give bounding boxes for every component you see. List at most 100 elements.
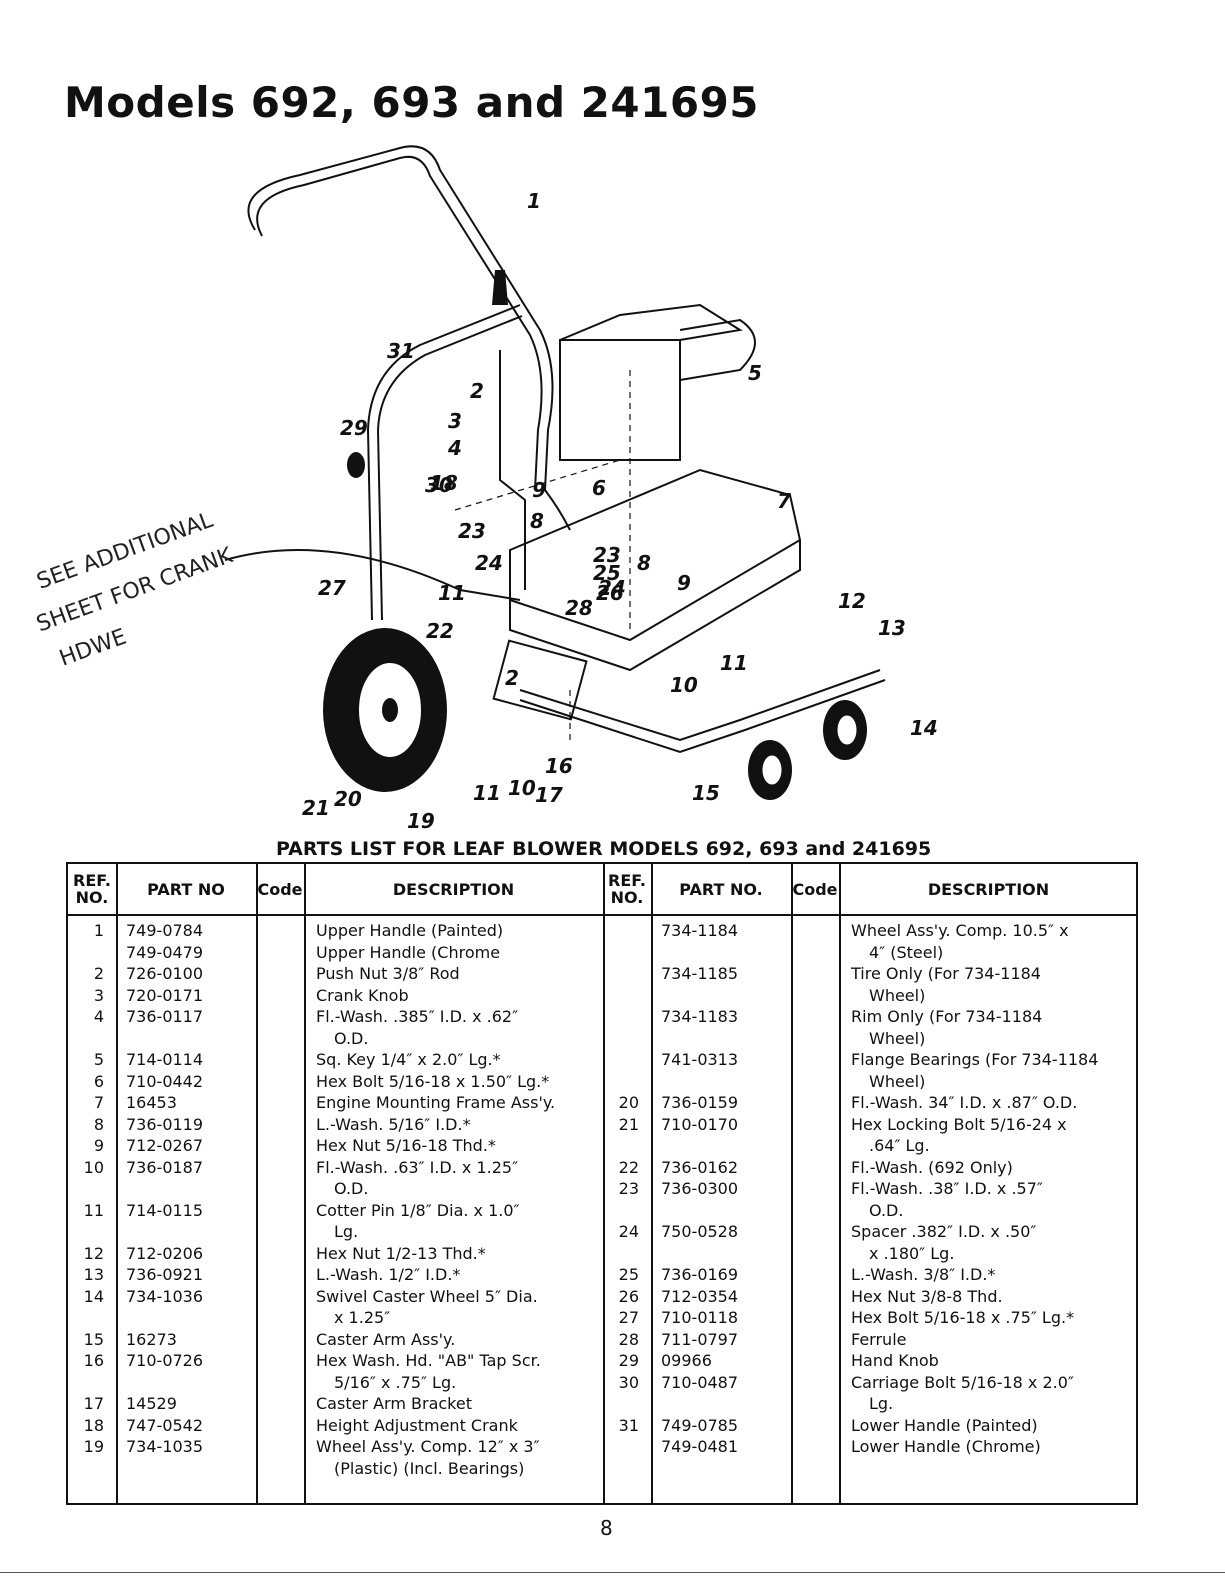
- callout-14: 14: [910, 716, 938, 740]
- header-part-no: PART NO.: [679, 879, 763, 899]
- description: Hex Locking Bolt 5/16-24 x: [851, 1114, 1067, 1134]
- ref-no: 26: [618, 1286, 639, 1306]
- col-divider: [603, 864, 605, 1503]
- description: Hex Nut 1/2-13 Thd.*: [316, 1243, 486, 1263]
- ref-no: 23: [618, 1179, 639, 1198]
- ref-no: 12: [83, 1243, 104, 1263]
- description: Tire Only (For 734-1184: [851, 964, 1041, 983]
- part-no: 736-0169: [661, 1265, 739, 1284]
- caster-wheel-front: [748, 740, 792, 800]
- callout-3: 3: [448, 409, 462, 433]
- description: Lower Handle (Painted): [851, 1415, 1038, 1435]
- part-no: 710-0442: [126, 1071, 204, 1091]
- engine-top: [559, 303, 743, 341]
- ref-no: 1: [93, 921, 104, 940]
- ref-no: 19: [83, 1437, 104, 1456]
- callout-7: 7: [777, 489, 791, 513]
- description: Push Nut 3/8″ Rod: [316, 964, 460, 983]
- description: .64″ Lg.: [869, 1136, 930, 1155]
- ref-no: 17: [83, 1394, 104, 1413]
- engine-frame: [509, 468, 802, 642]
- part-no: 720-0171: [126, 985, 204, 1005]
- ref-no: 21: [618, 1114, 639, 1134]
- lower-handle-inner: [376, 315, 523, 621]
- ref-no: 28: [618, 1329, 639, 1349]
- callout-8a: 8: [530, 509, 544, 533]
- part-no: 710-0170: [661, 1114, 739, 1134]
- callout-5: 5: [748, 361, 762, 385]
- description: O.D.: [869, 1200, 904, 1220]
- callout-20: 20: [334, 787, 362, 811]
- part-no: 16453: [126, 1093, 177, 1112]
- part-no: 714-0114: [126, 1050, 204, 1069]
- ref-no: 5: [93, 1050, 104, 1069]
- col-divider: [791, 864, 793, 1503]
- description: Caster Arm Ass'y.: [316, 1329, 456, 1349]
- caster-wheel-rear: [823, 700, 867, 760]
- callout-11c: 11: [473, 781, 501, 805]
- callout-9b: 9: [677, 571, 691, 595]
- description: Fl.-Wash. 34″ I.D. x .87″ O.D.: [851, 1093, 1078, 1112]
- description: Hex Bolt 5/16-18 x .75″ Lg.*: [851, 1308, 1075, 1327]
- ref-no: 27: [618, 1308, 639, 1327]
- description: Height Adjustment Crank: [316, 1415, 518, 1435]
- part-no: 749-0479: [126, 942, 204, 962]
- header-code: Code: [257, 879, 303, 899]
- col-divider: [256, 864, 258, 1503]
- description: Wheel Ass'y. Comp. 10.5″ x: [851, 921, 1069, 940]
- callout-1: 1: [527, 189, 541, 213]
- parts-table: REF. NO. PART NO Code DESCRIPTION REF. N…: [66, 862, 1138, 1505]
- ref-no: 31: [618, 1415, 639, 1435]
- description: Lg.: [869, 1394, 894, 1413]
- callout-30: 30: [425, 473, 453, 497]
- col-divider: [116, 864, 118, 1503]
- callout-19: 19: [407, 809, 435, 833]
- description: Cotter Pin 1/8″ Dia. x 1.0″: [316, 1200, 520, 1220]
- part-no: 16273: [126, 1329, 177, 1349]
- callout-16: 16: [545, 754, 573, 778]
- part-no: 710-0118: [661, 1308, 739, 1327]
- description: x .180″ Lg.: [869, 1243, 955, 1263]
- description: L.-Wash. 3/8″ I.D.*: [851, 1265, 996, 1284]
- callout-23a: 23: [458, 519, 486, 543]
- part-no: 749-0481: [661, 1437, 739, 1456]
- part-no: 726-0100: [126, 964, 204, 983]
- exploded-parts-diagram: SEE ADDITIONAL SHEET FOR CRANK HDWE 1 2 …: [33, 145, 938, 833]
- ref-no: 9: [93, 1136, 104, 1155]
- ref-no: 6: [93, 1071, 104, 1091]
- page-title: Models 692, 693 and 241695: [64, 78, 760, 127]
- part-no: 750-0528: [661, 1222, 739, 1241]
- description: Fl.-Wash. .385″ I.D. x .62″: [316, 1007, 519, 1026]
- main-wheel: [323, 628, 447, 792]
- description: Crank Knob: [316, 985, 409, 1005]
- description: Wheel Ass'y. Comp. 12″ x 3″: [316, 1437, 540, 1456]
- callout-11a: 11: [438, 581, 466, 605]
- part-no: 14529: [126, 1394, 177, 1413]
- part-no: 734-1036: [126, 1286, 204, 1306]
- height-crank: [499, 350, 526, 590]
- description: Fl.-Wash. .38″ I.D. x .57″: [851, 1179, 1043, 1198]
- part-no: 747-0542: [126, 1415, 204, 1435]
- description: Fl.-Wash. .63″ I.D. x 1.25″: [316, 1157, 519, 1177]
- callout-29: 29: [340, 416, 368, 440]
- header-description: DESCRIPTION: [927, 879, 1050, 899]
- description: 4″ (Steel): [869, 942, 944, 962]
- part-no: 736-0300: [661, 1179, 739, 1198]
- description: O.D.: [334, 1028, 369, 1048]
- description: Sq. Key 1/4″ x 2.0″ Lg.*: [316, 1050, 501, 1069]
- callout-24a: 24: [475, 551, 503, 575]
- description: Wheel): [869, 985, 926, 1005]
- part-no: 736-0162: [661, 1157, 739, 1177]
- description: Hex Bolt 5/16-18 x 1.50″ Lg.*: [316, 1071, 550, 1091]
- part-no: 712-0267: [126, 1136, 204, 1155]
- description: Rim Only (For 734-1184: [851, 1007, 1043, 1026]
- description: O.D.: [334, 1179, 369, 1198]
- callout-10b: 10: [508, 776, 536, 800]
- callouts: 1 2 3 4 5 6 7 8 8 9 9 10 10 11 11 11 12 …: [302, 189, 938, 833]
- table-header: REF. NO. PART NO Code DESCRIPTION REF. N…: [68, 864, 1136, 916]
- ref-no: 22: [618, 1157, 639, 1177]
- ref-no: 24: [618, 1222, 639, 1241]
- description: Hex Wash. Hd. "AB" Tap Scr.: [316, 1351, 541, 1370]
- callout-6: 6: [592, 476, 606, 500]
- callout-22: 22: [426, 619, 454, 643]
